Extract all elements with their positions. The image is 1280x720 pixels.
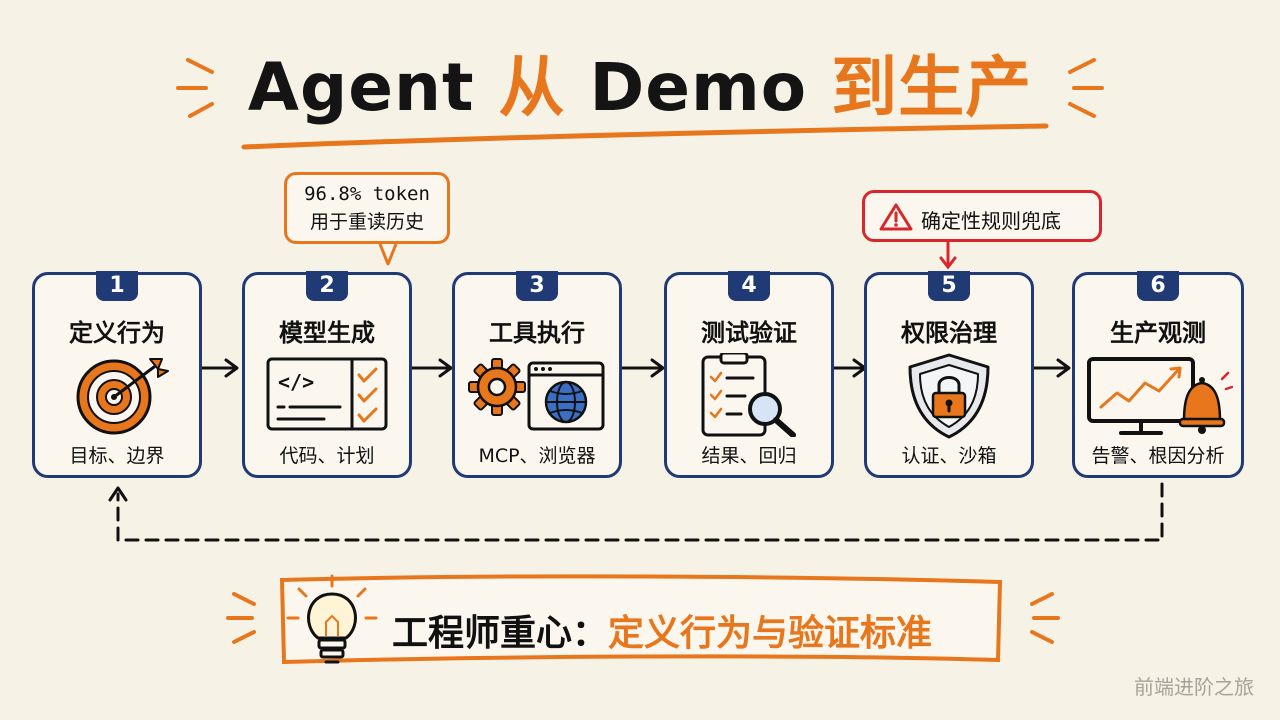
step-1-number: 1	[96, 271, 138, 301]
callout-deterministic-text: 确定性规则兜底	[921, 209, 1061, 233]
page-title: Agent 从 Demo 到生产	[0, 34, 1280, 130]
clipboard-magnifier-icon	[701, 353, 796, 437]
step-4-subtitle: 结果、回归	[701, 445, 797, 467]
step-2-subtitle: 代码、计划	[279, 445, 375, 467]
step-3-subtitle: MCP、浏览器	[478, 445, 596, 467]
warning-icon	[879, 203, 913, 231]
callout-token-line1: 96.8% token	[304, 183, 430, 205]
title-part-agent: Agent	[247, 49, 499, 126]
step-5-title: 权限治理	[901, 319, 997, 347]
target-icon	[76, 358, 169, 435]
title-part-production: 到生产	[831, 49, 1033, 126]
step-6-subtitle: 告警、根因分析	[1091, 445, 1225, 467]
bottom-takeaway-highlight: 定义行为与验证标准	[608, 613, 933, 654]
lightbulb-icon	[286, 574, 378, 664]
step-5-number: 5	[928, 271, 970, 301]
arrow-4-5	[830, 358, 867, 378]
bottom-takeaway: 工程师重心：定义行为与验证标准	[392, 604, 932, 656]
feedback-loop-arrow	[116, 482, 1164, 542]
shield-lock-icon	[908, 353, 990, 439]
step-6-card: 6 生产观测 告警、根因分析	[1072, 271, 1244, 478]
arrow-1-2	[200, 358, 239, 378]
watermark: 前端进阶之旅	[1134, 675, 1254, 699]
bottom-banner	[279, 574, 1003, 665]
code-checklist-icon: </>	[266, 357, 388, 431]
step-2-title: 模型生成	[279, 319, 375, 347]
step-2-card: 2 模型生成 </> 代码、计划	[242, 271, 412, 478]
callout-step2-pointer	[378, 243, 398, 266]
feedback-loop-arrowhead	[108, 486, 128, 502]
step-6-title: 生产观测	[1110, 319, 1206, 347]
gear-browser-icon	[468, 358, 605, 431]
arrow-2-3	[410, 358, 453, 378]
title-underline	[241, 123, 1049, 150]
title-spark-left	[176, 58, 214, 118]
callout-token-history: 96.8% token 用于重读历史	[284, 172, 450, 244]
step-4-card: 4 测试验证 结果、回归	[664, 271, 834, 478]
step-2-number: 2	[306, 271, 348, 301]
step-1-title: 定义行为	[69, 319, 165, 347]
callout-step5-arrow	[939, 240, 957, 270]
banner-spark-left	[226, 592, 256, 644]
step-3-number: 3	[516, 271, 558, 301]
callout-deterministic-rules: 确定性规则兜底	[862, 190, 1102, 242]
step-6-number: 6	[1137, 271, 1179, 301]
step-4-number: 4	[728, 271, 770, 301]
title-spark-right	[1068, 58, 1104, 118]
banner-spark-right	[1030, 592, 1060, 644]
monitor-alarm-icon	[1087, 357, 1233, 435]
step-3-title: 工具执行	[489, 319, 585, 347]
bottom-takeaway-label: 工程师重心：	[392, 613, 609, 654]
title-part-from: 从	[498, 49, 590, 126]
title-part-demo: Demo	[589, 49, 832, 126]
step-4-title: 测试验证	[701, 319, 797, 347]
svg-text:</>: </>	[278, 370, 314, 394]
arrow-3-4	[620, 358, 665, 378]
step-1-card: 1 定义行为 目标、边界	[32, 271, 202, 478]
step-5-card: 5 权限治理 认证、沙箱	[864, 271, 1034, 478]
step-1-subtitle: 目标、边界	[69, 445, 165, 467]
arrow-5-6	[1032, 358, 1071, 378]
step-3-card: 3 工具执行 MCP、浏览器	[452, 271, 622, 478]
callout-token-line2: 用于重读历史	[309, 211, 424, 233]
step-5-subtitle: 认证、沙箱	[901, 445, 997, 467]
